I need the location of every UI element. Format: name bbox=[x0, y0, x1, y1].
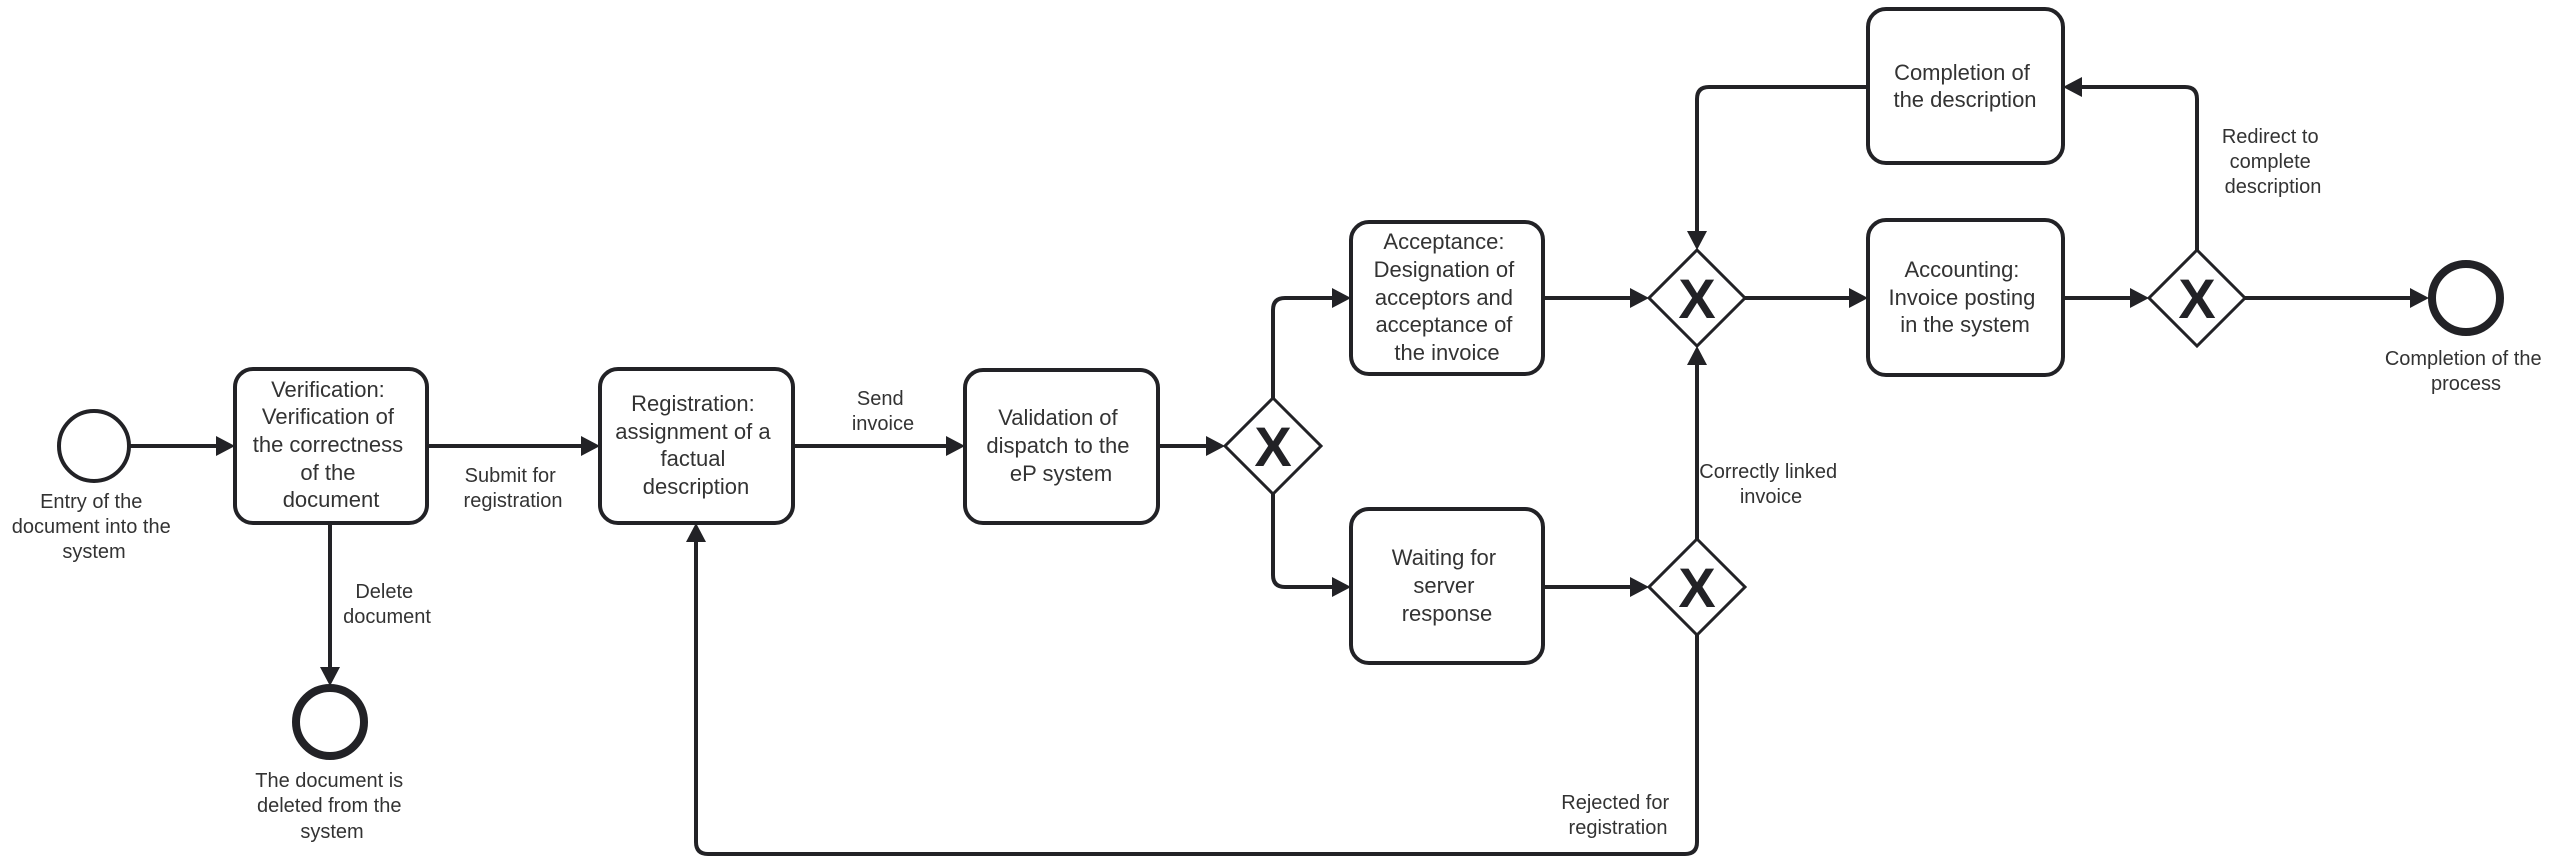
task-completion-of-description[interactable]: Completion of the description bbox=[1866, 7, 2065, 165]
arrowhead-icon bbox=[581, 436, 600, 456]
svg-text:Verification: Verificati: Verification: Verification of the correc… bbox=[253, 377, 410, 512]
end-event-complete-label: Completion of the process bbox=[2385, 348, 2547, 395]
arrowhead-icon bbox=[2063, 77, 2082, 97]
end-event-deleted[interactable] bbox=[292, 684, 368, 760]
task-validation[interactable]: Validation of dispatch to the eP system bbox=[963, 368, 1160, 525]
flow-redirect-to-complete-description[interactable] bbox=[2063, 77, 2199, 250]
flow-label-delete: Delete document bbox=[343, 581, 431, 628]
svg-text:Accounting: Invoice post: Accounting: Invoice posting in the syste… bbox=[1889, 257, 2042, 337]
end-event-deleted-label: The document is deleted from the system bbox=[255, 770, 408, 843]
gateway-server-response[interactable]: X bbox=[1646, 536, 1748, 638]
exclusive-x-icon: X bbox=[1678, 267, 1715, 330]
flow-label-correctly-linked: Correctly linked invoice bbox=[1699, 461, 1842, 508]
arrowhead-icon bbox=[320, 667, 340, 686]
arrowhead-icon bbox=[1630, 288, 1649, 308]
arrowhead-icon bbox=[2130, 288, 2149, 308]
arrowhead-icon bbox=[1687, 346, 1707, 365]
flow-submit-for-registration[interactable] bbox=[427, 436, 600, 456]
svg-text:Validation of dispatch t: Validation of dispatch to the eP system bbox=[986, 405, 1135, 486]
task-waiting-for-server-response[interactable]: Waiting for server response bbox=[1349, 507, 1545, 665]
arrowhead-icon bbox=[1630, 577, 1649, 597]
start-event-label: Entry of the document into the system bbox=[12, 491, 177, 563]
task-verification[interactable]: Verification: Verification of the correc… bbox=[233, 367, 429, 525]
flow-rejected-for-registration[interactable] bbox=[686, 523, 1699, 856]
gateway-split[interactable]: X bbox=[1222, 395, 1324, 497]
flow-delete-document[interactable] bbox=[320, 523, 340, 686]
gateway-accounting[interactable]: X bbox=[2146, 247, 2248, 349]
flow-acceptance-to-gateway[interactable] bbox=[1543, 288, 1649, 308]
exclusive-x-icon: X bbox=[1254, 415, 1291, 478]
flow-completion-to-gateway[interactable] bbox=[1687, 85, 1868, 250]
flow-label-send: Send invoice bbox=[852, 388, 914, 435]
flow-correctly-linked-invoice[interactable] bbox=[1687, 346, 1707, 539]
flow-label-redirect: Redirect to complete description bbox=[2222, 126, 2324, 198]
svg-text:Registration: assignment: Registration: assignment of a factual de… bbox=[615, 391, 776, 499]
flow-waiting-to-gateway[interactable] bbox=[1543, 577, 1649, 597]
arrowhead-icon bbox=[946, 436, 965, 456]
exclusive-x-icon: X bbox=[1678, 556, 1715, 619]
svg-text:Completion of the descri: Completion of the description bbox=[1893, 60, 2036, 112]
flow-gateway-to-waiting[interactable] bbox=[1271, 494, 1351, 597]
arrowhead-icon bbox=[1332, 577, 1351, 597]
arrowhead-icon bbox=[1687, 231, 1707, 250]
flow-start-to-verification[interactable] bbox=[129, 436, 235, 456]
arrowhead-icon bbox=[686, 523, 706, 542]
svg-text:Acceptance: Designation: Acceptance: Designation of acceptors and… bbox=[1374, 229, 1521, 365]
gateway-merge[interactable]: X bbox=[1646, 247, 1748, 349]
arrowhead-icon bbox=[216, 436, 235, 456]
flow-gateway-to-end[interactable] bbox=[2245, 288, 2429, 308]
start-event[interactable] bbox=[57, 409, 131, 483]
flow-gateway-to-acceptance[interactable] bbox=[1271, 288, 1351, 398]
flow-gateway-to-accounting[interactable] bbox=[1745, 288, 1868, 308]
task-accounting[interactable]: Accounting: Invoice posting in the syste… bbox=[1866, 218, 2065, 377]
flow-label-rejected: Rejected for registration bbox=[1561, 792, 1674, 839]
flow-send-invoice[interactable] bbox=[793, 436, 965, 456]
svg-text:Waiting for server: Waiting for server response bbox=[1392, 545, 1502, 626]
task-registration[interactable]: Registration: assignment of a factual de… bbox=[598, 367, 795, 525]
flow-validation-to-gateway[interactable] bbox=[1158, 436, 1225, 456]
exclusive-x-icon: X bbox=[2178, 267, 2215, 330]
arrowhead-icon bbox=[1332, 288, 1351, 308]
arrowhead-icon bbox=[2410, 288, 2429, 308]
arrowhead-icon bbox=[1206, 436, 1225, 456]
task-acceptance[interactable]: Acceptance: Designation of acceptors and… bbox=[1349, 220, 1545, 376]
end-event-complete[interactable] bbox=[2428, 260, 2504, 336]
arrowhead-icon bbox=[1849, 288, 1868, 308]
flow-accounting-to-gateway[interactable] bbox=[2063, 288, 2149, 308]
flow-label-submit: Submit for registration bbox=[464, 465, 563, 512]
